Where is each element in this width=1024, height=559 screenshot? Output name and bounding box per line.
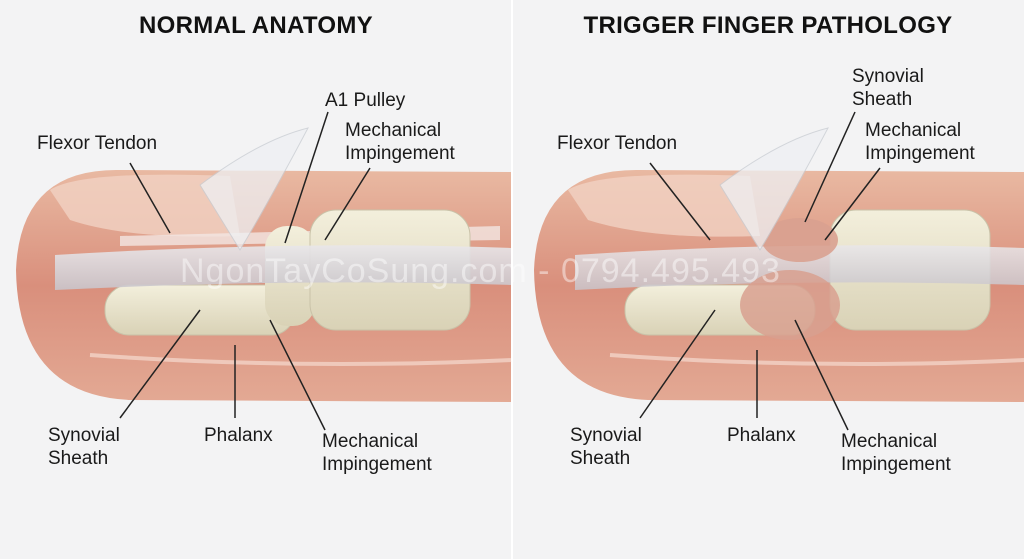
label-phalanx-right: Phalanx [727,425,796,446]
left-panel-title: NORMAL ANATOMY [139,12,373,39]
label-mechanical-impingement-bottom-right: Mechanical Impingement [841,431,951,475]
label-synovial-sheath-top: Synovial Sheath [852,66,924,110]
label-synovial-sheath-bottom-right: Synovial Sheath [570,425,642,469]
label-mechanical-impingement-top: Mechanical Impingement [345,120,455,164]
label-mechanical-impingement-top-right: Mechanical Impingement [865,120,975,164]
leader-lines [119,111,881,431]
label-mechanical-impingement-bottom: Mechanical Impingement [322,431,432,475]
label-phalanx: Phalanx [204,425,273,446]
label-flexor-tendon-right: Flexor Tendon [557,133,678,154]
trigger-finger [534,127,1024,402]
label-a1-pulley: A1 Pulley [325,90,406,111]
label-synovial-sheath: Synovial Sheath [48,425,120,469]
label-flexor-tendon: Flexor Tendon [37,133,158,154]
watermark: NgonTayCoSung.com - 0794.495.493 [180,252,781,290]
right-panel-title: TRIGGER FINGER PATHOLOGY [583,12,953,39]
